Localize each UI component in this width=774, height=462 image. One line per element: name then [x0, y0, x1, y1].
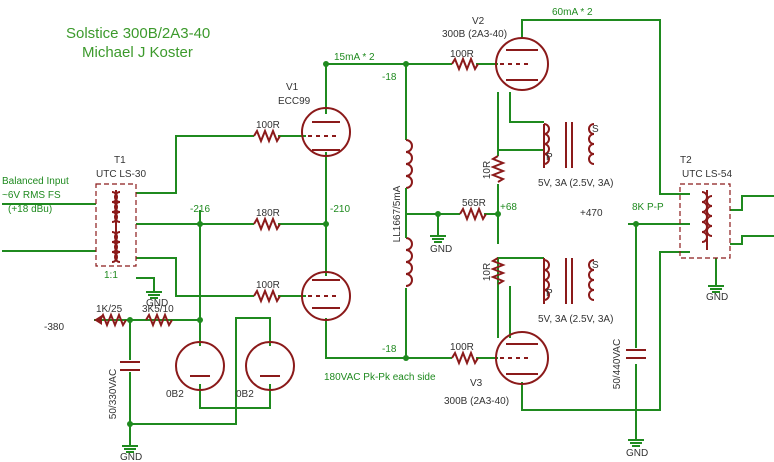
vr-left-label: 0B2: [166, 389, 184, 400]
net-v1-plate-top: -18: [382, 72, 397, 83]
v2-ref: V2: [472, 16, 485, 27]
fil-lower-label: 5V, 3A (2.5V, 3A): [538, 314, 613, 325]
t1-transformer: [95, 183, 137, 267]
v3-ref: V3: [470, 378, 483, 389]
labels: Balanced Input ~6V RMS FS (+18 dBu) T1 U…: [2, 7, 732, 462]
t1-part: UTC LS-30: [96, 169, 146, 180]
r-bias-1: 1K/25: [96, 304, 123, 315]
net-cathode-node: +68: [500, 202, 517, 213]
fil-lower-s: S: [592, 260, 599, 271]
gnd-bplus: GND: [626, 448, 648, 459]
filament-transformer-upper: [543, 122, 595, 168]
r-v2-grid: 100R: [450, 49, 474, 60]
net-t1-ct: -216: [190, 204, 210, 215]
cap-bias-label: 50/330VAC: [108, 369, 119, 419]
vr-tube-left: [175, 341, 225, 391]
input-label-1: Balanced Input: [2, 176, 69, 187]
v1-part: ECC99: [278, 96, 311, 107]
gnd-t2: GND: [706, 292, 728, 303]
v1-ref: V1: [286, 82, 299, 93]
fil-lower-p: P: [546, 288, 553, 299]
gnd-choke: GND: [430, 244, 452, 255]
input-label-3: (+18 dBu): [8, 204, 52, 215]
v3-triode: [495, 331, 549, 385]
r-grid-top: 100R: [256, 120, 280, 131]
fil-upper-p: P: [546, 152, 553, 163]
v3-part: 300B (2A3-40): [444, 396, 509, 407]
r-bal-bot: 10R: [482, 263, 493, 281]
choke-label: LL1667/5mA: [392, 185, 403, 242]
r-grid-bot: 100R: [256, 280, 280, 291]
net-b-plus: +470: [580, 208, 603, 219]
r-grid-mid: 180R: [256, 208, 280, 219]
drive-note: 180VAC Pk-Pk each side: [324, 372, 436, 383]
cap-bplus-label: 50/440VAC: [612, 339, 623, 389]
filament-transformer-lower: [543, 258, 595, 304]
t1-ratio: 1:1: [104, 270, 118, 281]
title-line-1: Solstice 300B/2A3-40: [66, 25, 210, 42]
net-v1-current: 15mA * 2: [334, 52, 375, 63]
capacitors: [120, 349, 646, 371]
t2-part: UTC LS-54: [682, 169, 732, 180]
net-bias-supply: -380: [44, 322, 64, 333]
fil-upper-s: S: [592, 124, 599, 135]
v1-top-triode: [301, 107, 351, 157]
t1-ref: T1: [114, 155, 126, 166]
gnd-bias: GND: [120, 452, 142, 462]
vr-right-label: 0B2: [236, 389, 254, 400]
vr-tube-right: [245, 341, 295, 391]
net-v1-plate-bot: -18: [382, 344, 397, 355]
resistors: [94, 56, 506, 366]
title-line-2: Michael J Koster: [82, 44, 193, 61]
net-v1-cathode: -210: [330, 204, 350, 215]
input-label-2: ~6V RMS FS: [2, 190, 61, 201]
r-cathode: 565R: [462, 198, 486, 209]
v2-triode: [495, 37, 549, 91]
wires: [2, 19, 774, 446]
net-output-current: 60mA * 2: [552, 7, 593, 18]
junctions: [127, 61, 639, 427]
fil-upper-label: 5V, 3A (2.5V, 3A): [538, 178, 613, 189]
t2-transformer: [679, 183, 731, 259]
gnd-t1: GND: [146, 298, 168, 309]
v2-part: 300B (2A3-40): [442, 29, 507, 40]
grounds: [122, 235, 724, 453]
r-bal-top: 10R: [482, 161, 493, 179]
t2-impedance: 8K P-P: [632, 202, 664, 213]
choke: [405, 139, 413, 287]
r-bias-2: 3K5/10: [142, 304, 174, 315]
v1-bottom-triode: [301, 271, 351, 321]
r-v3-grid: 100R: [450, 342, 474, 353]
t2-ref: T2: [680, 155, 692, 166]
